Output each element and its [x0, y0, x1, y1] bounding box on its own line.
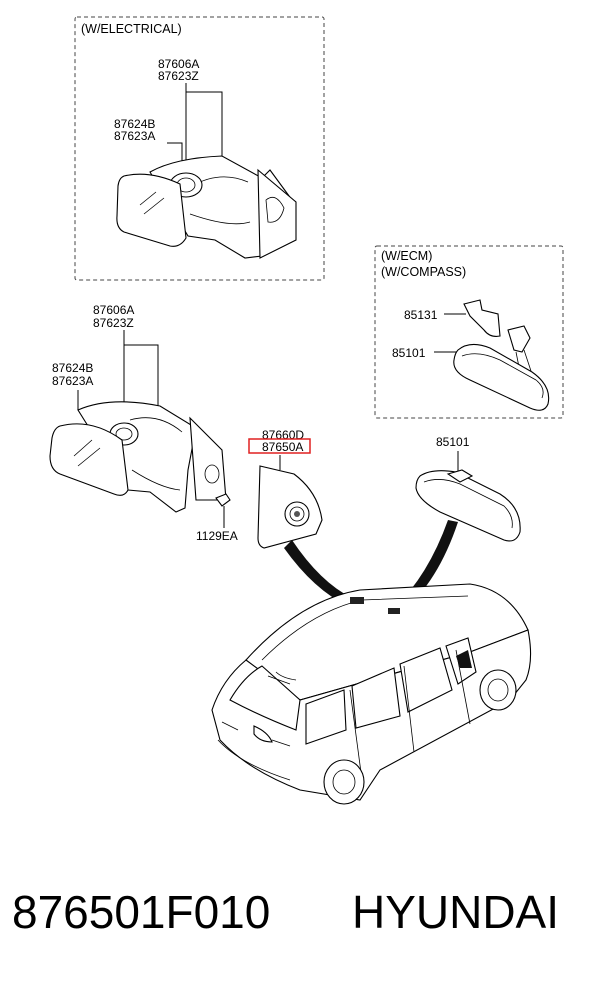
triangle-cover-electrical [257, 168, 297, 259]
label-87623Z-electrical: 87623Z [158, 69, 199, 83]
electrical-group-title: (W/ELECTRICAL) [81, 22, 182, 36]
label-87606A-electrical: 87606A [158, 57, 199, 71]
outside-mirror-group: 87606A 87623Z 87624B 87623A 1129EA [49, 303, 238, 543]
highlight-box [248, 438, 311, 454]
label-87623Z: 87623Z [93, 316, 134, 330]
footer-part-number: 876501F010 [12, 886, 270, 938]
label-85101: 85101 [436, 435, 470, 449]
rain-sensor-85131 [463, 299, 501, 337]
mirror-glass-electrical [116, 173, 187, 247]
label-87606A: 87606A [93, 303, 134, 317]
rear-wheel [323, 759, 365, 805]
outer-mirror-housing [77, 401, 197, 513]
arrow-cover-to-car [284, 540, 352, 606]
label-87623A: 87623A [52, 374, 93, 388]
label-85131: 85131 [404, 308, 438, 322]
screw-1129EA [215, 493, 231, 507]
ecm-group: (W/ECM) (W/COMPASS) 85131 85101 [374, 245, 564, 419]
inside-mirror-group: 85101 [415, 435, 521, 542]
ecm-inside-mirror [453, 343, 550, 411]
label-87624B: 87624B [52, 361, 93, 375]
label-87624B-electrical: 87624B [114, 117, 155, 131]
label-85101-ecm: 85101 [392, 346, 426, 360]
ecm-group-title-line1: (W/ECM) [381, 249, 432, 263]
electrical-group: (W/ELECTRICAL) 87606A 87623Z 87624B 8762… [74, 16, 325, 281]
arrow-mirror-to-car [394, 520, 458, 612]
corner-cover-group: 87660D 87650A [248, 428, 323, 549]
ecm-group-title-line2: (W/COMPASS) [381, 265, 466, 279]
label-87623A-electrical: 87623A [114, 129, 155, 143]
inside-rearview-mirror [415, 470, 521, 542]
ecm-mirror-mount [507, 325, 531, 353]
front-wheel [479, 669, 517, 711]
mirror-glass [49, 423, 129, 496]
footer-brand: HYUNDAI [352, 886, 559, 938]
suv-illustration [211, 583, 532, 805]
label-1129EA: 1129EA [196, 529, 238, 543]
label-87650A: 87650A [262, 440, 303, 454]
triangle-cover-outside [189, 416, 227, 501]
